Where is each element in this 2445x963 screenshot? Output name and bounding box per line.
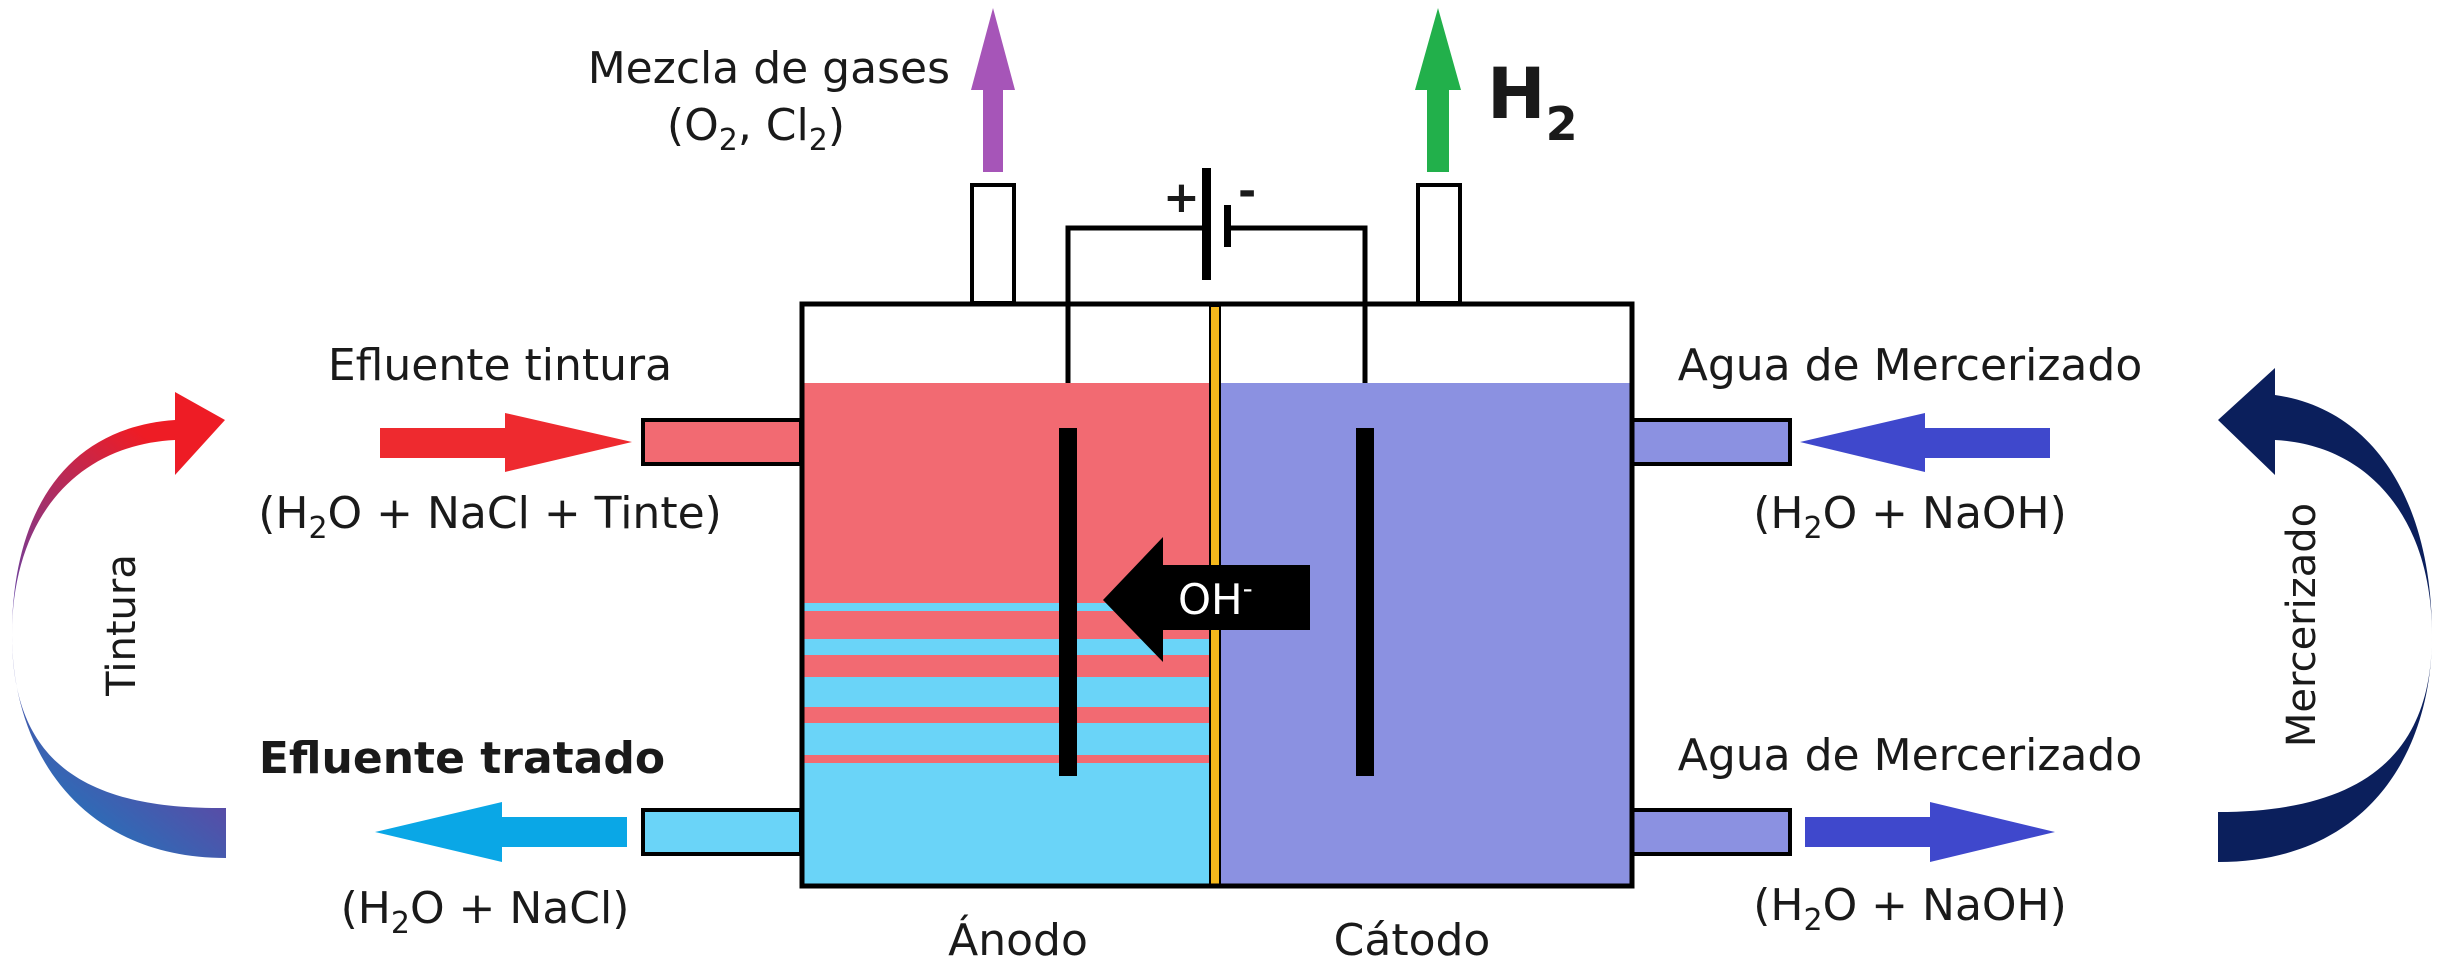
cathode-electrode: [1356, 428, 1374, 776]
h2-up-arrow: [1415, 8, 1461, 172]
battery-minus: -: [1238, 166, 1256, 217]
tintura-label: Tintura: [99, 554, 145, 697]
mercerizing-water-outlet-label: Agua de Mercerizado: [1678, 730, 2143, 781]
right-inlet-port: [1630, 418, 1792, 466]
oh-ion-label: OH-: [1178, 572, 1253, 624]
dye-effluent-inlet-arrow: [380, 413, 632, 472]
cathode-gas-outlet: [1416, 183, 1462, 305]
electrolysis-cell: [799, 301, 1635, 889]
anode-label: Ánodo: [948, 913, 1088, 963]
mercerizado-loop-arrow: [2218, 368, 2432, 862]
mercerizing-water-inlet-label: Agua de Mercerizado: [1678, 340, 2143, 391]
battery-positive-plate: [1202, 168, 1211, 280]
cathode-wire: [1228, 225, 1368, 430]
tintura-loop-arrow: [12, 392, 226, 858]
left-outlet-port: [641, 808, 803, 856]
gas-mix-label: Mezcla de gases: [588, 43, 950, 94]
catholyte-compartment: [1220, 383, 1630, 885]
oh-migration-arrow: [1103, 537, 1310, 662]
mercerizado-label: Mercerizado: [2279, 503, 2325, 747]
gas-mix-formula: (O2, Cl2): [667, 100, 845, 158]
right-outlet-port: [1630, 808, 1792, 856]
h2-label: H2: [1487, 53, 1578, 151]
treated-effluent-formula: (H2O + NaCl): [341, 883, 630, 941]
anode-electrode: [1059, 428, 1077, 776]
treated-effluent-label: Efluente tratado: [259, 733, 665, 784]
cathode-label: Cátodo: [1334, 915, 1491, 963]
treated-effluent-outlet-arrow: [375, 802, 627, 862]
anode-gas-outlet: [970, 183, 1016, 305]
mercerizing-water-inlet-formula: (H2O + NaOH): [1753, 488, 2067, 546]
mercerizing-water-outlet-formula: (H2O + NaOH): [1753, 880, 2067, 938]
dye-effluent-formula: (H2O + NaCl + Tinte): [258, 488, 722, 546]
dye-effluent-label: Efluente tintura: [328, 340, 672, 391]
mercerizing-water-inlet-arrow: [1800, 413, 2050, 472]
left-inlet-port: [641, 418, 803, 466]
mercerizing-water-outlet-arrow: [1805, 802, 2055, 862]
battery-negative-plate: [1224, 205, 1231, 247]
gas-mix-up-arrow: [971, 8, 1015, 172]
anode-wire: [1065, 225, 1205, 430]
battery-plus: +: [1163, 172, 1200, 223]
